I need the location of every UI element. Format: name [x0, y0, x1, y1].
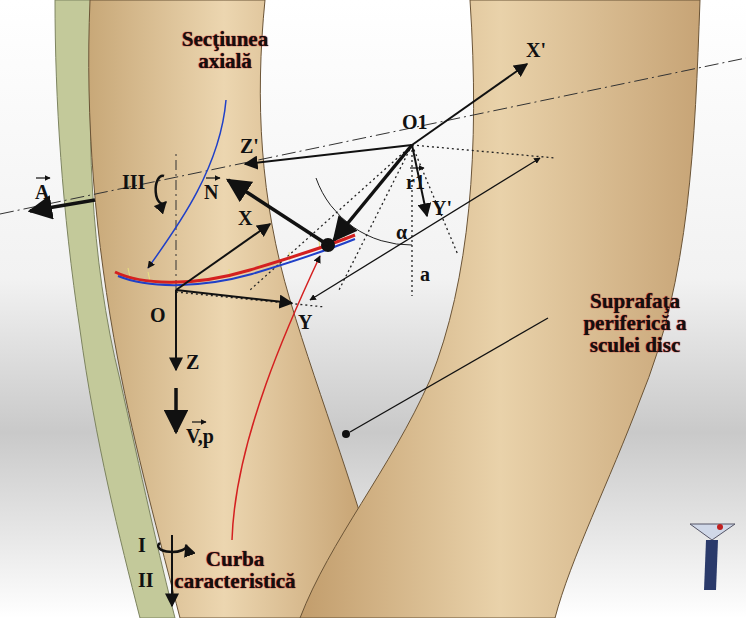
vector-label: A — [35, 182, 49, 202]
rotation-label: III — [122, 172, 145, 192]
callout-text: Curba caracteristică — [170, 548, 300, 592]
angle-label: α — [396, 222, 407, 242]
axis-label: X' — [526, 40, 546, 60]
callout-text: Suprafaţa periferică a sculei disc — [565, 290, 705, 356]
axis-label: Z — [186, 352, 199, 372]
dimension-label: a — [420, 264, 430, 284]
axis-label: X — [238, 208, 252, 228]
axis-label: O — [150, 305, 166, 325]
vector-label: V,p — [186, 426, 214, 446]
point-label: O1 — [402, 112, 428, 132]
axis-label: Z' — [240, 136, 259, 156]
vector-label: N — [204, 182, 218, 202]
axis-label: Y — [298, 312, 312, 332]
vector-label: r1 — [406, 172, 425, 192]
axis-label: II — [138, 570, 154, 590]
callout-text: Secţiunea axială — [160, 28, 290, 72]
axis-label: Y' — [432, 198, 452, 218]
rotation-label: I — [138, 535, 146, 555]
